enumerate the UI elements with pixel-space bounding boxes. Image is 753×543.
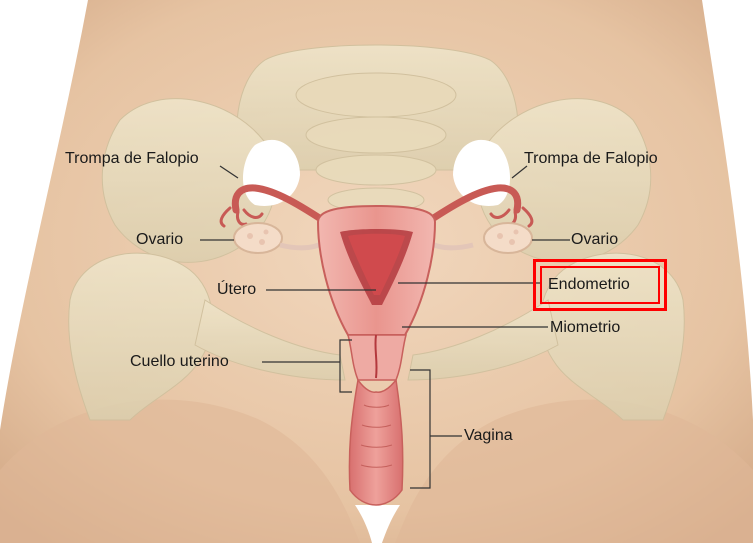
label-ovario-right: Ovario: [571, 231, 618, 249]
label-vagina: Vagina: [464, 427, 513, 445]
highlight-box-inner: [540, 266, 660, 304]
label-ovario-left: Ovario: [136, 231, 183, 249]
label-trompa-right: Trompa de Falopio: [524, 150, 658, 168]
vagina-shape: [349, 380, 402, 505]
label-trompa-left: Trompa de Falopio: [65, 150, 199, 168]
label-utero: Útero: [217, 281, 256, 299]
label-cuello-uterino: Cuello uterino: [130, 353, 229, 371]
label-miometrio: Miometrio: [550, 319, 620, 337]
